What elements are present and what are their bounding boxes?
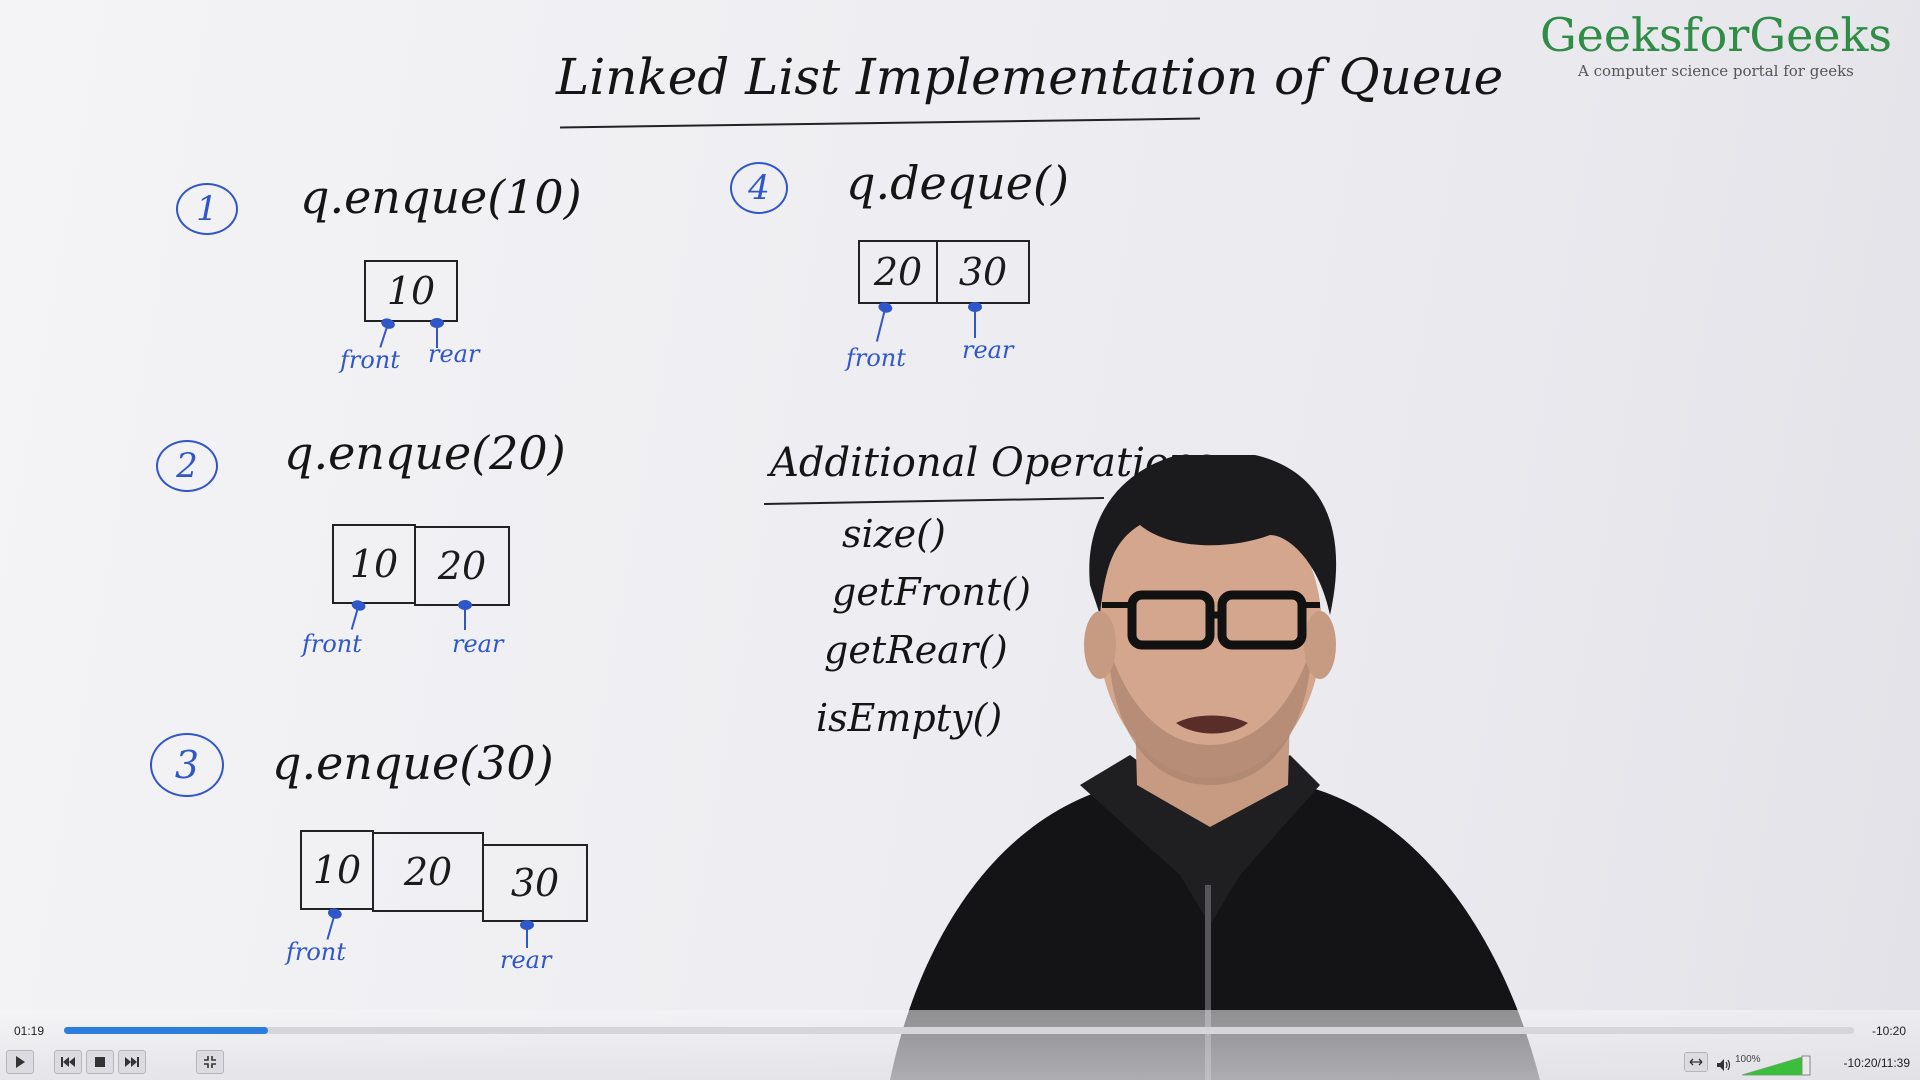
board-title: Linked List Implementation of Queue: [556, 48, 1504, 106]
next-button[interactable]: [118, 1050, 146, 1074]
step-3-front-label: front: [286, 938, 346, 966]
step-3-rear-arrow: [520, 920, 534, 948]
step-4-operation: q.deque(): [846, 156, 1069, 210]
step-2-front-arrow: [350, 606, 360, 630]
additional-item-isempty: isEmpty(): [816, 696, 1003, 740]
previous-button[interactable]: [54, 1050, 82, 1074]
seek-bar[interactable]: [64, 1027, 1854, 1034]
step-3-cell-3: 30: [482, 844, 588, 922]
additional-item-getfront: getFront(): [832, 570, 1031, 614]
step-2-rear-label: rear: [452, 630, 504, 658]
step-3-operation: q.enque(30): [272, 736, 554, 790]
collapse-icon: [204, 1056, 216, 1068]
additional-item-getrear: getRear(): [824, 628, 1008, 672]
skip-back-icon: [61, 1057, 75, 1067]
stop-icon: [95, 1057, 105, 1067]
step-2-front-label: front: [302, 630, 362, 658]
elapsed-time: 01:19: [14, 1024, 45, 1038]
stop-button[interactable]: [86, 1050, 114, 1074]
step-4-number: 4: [730, 162, 788, 214]
step-2-cell-1: 10: [332, 524, 416, 604]
step-4-rear-arrow: [968, 302, 982, 338]
skip-forward-icon: [125, 1057, 139, 1067]
stretch-icon: [1689, 1058, 1703, 1066]
player-controls: 01:19 -10:20 100% -10:20/11:39: [0, 1010, 1920, 1080]
step-3-rear-label: rear: [500, 946, 552, 974]
step-4-cell-1: 20: [858, 240, 938, 304]
exit-fullscreen-button[interactable]: [196, 1050, 224, 1074]
step-1-front-label: front: [340, 346, 400, 374]
presenter-figure: [890, 455, 1540, 1080]
title-underline: [560, 117, 1200, 129]
speaker-icon[interactable]: [1716, 1058, 1732, 1072]
step-4-front-arrow: [875, 308, 887, 342]
step-2-rear-arrow: [458, 600, 472, 630]
step-2-number: 2: [156, 440, 218, 492]
play-icon: [16, 1056, 25, 1068]
step-4-front-label: front: [846, 344, 906, 372]
remaining-time: -10:20: [1871, 1024, 1906, 1038]
step-1-rear-arrow: [430, 318, 444, 348]
step-2-cell-2: 20: [414, 526, 510, 606]
logo-name: GeeksforGeeks: [1539, 8, 1892, 62]
step-3-cell-2: 20: [372, 832, 484, 912]
seek-progress: [64, 1027, 269, 1034]
volume-percent: 100%: [1735, 1054, 1761, 1065]
geeksforgeeks-logo: GeeksforGeeks A computer science portal …: [1540, 12, 1892, 80]
step-1-rear-label: rear: [428, 340, 480, 368]
step-1-front-arrow: [379, 324, 389, 348]
step-4-rear-label: rear: [962, 336, 1014, 364]
step-3-front-arrow: [326, 914, 336, 940]
play-button[interactable]: [6, 1050, 34, 1074]
step-3-number: 3: [150, 733, 224, 797]
step-1-cell-1: 10: [364, 260, 458, 322]
step-2-operation: q.enque(20): [284, 426, 566, 480]
step-4-cell-2: 30: [936, 240, 1030, 304]
aspect-ratio-button[interactable]: [1684, 1052, 1708, 1072]
volume-slider[interactable]: [1740, 1054, 1812, 1076]
logo-tagline: A computer science portal for geeks: [1578, 62, 1854, 80]
step-1-number: 1: [176, 183, 238, 235]
additional-item-size: size(): [842, 512, 946, 556]
step-1-operation: q.enque(10): [300, 170, 582, 224]
time-status: -10:20/11:39: [1843, 1056, 1911, 1070]
step-3-cell-1: 10: [300, 830, 374, 910]
